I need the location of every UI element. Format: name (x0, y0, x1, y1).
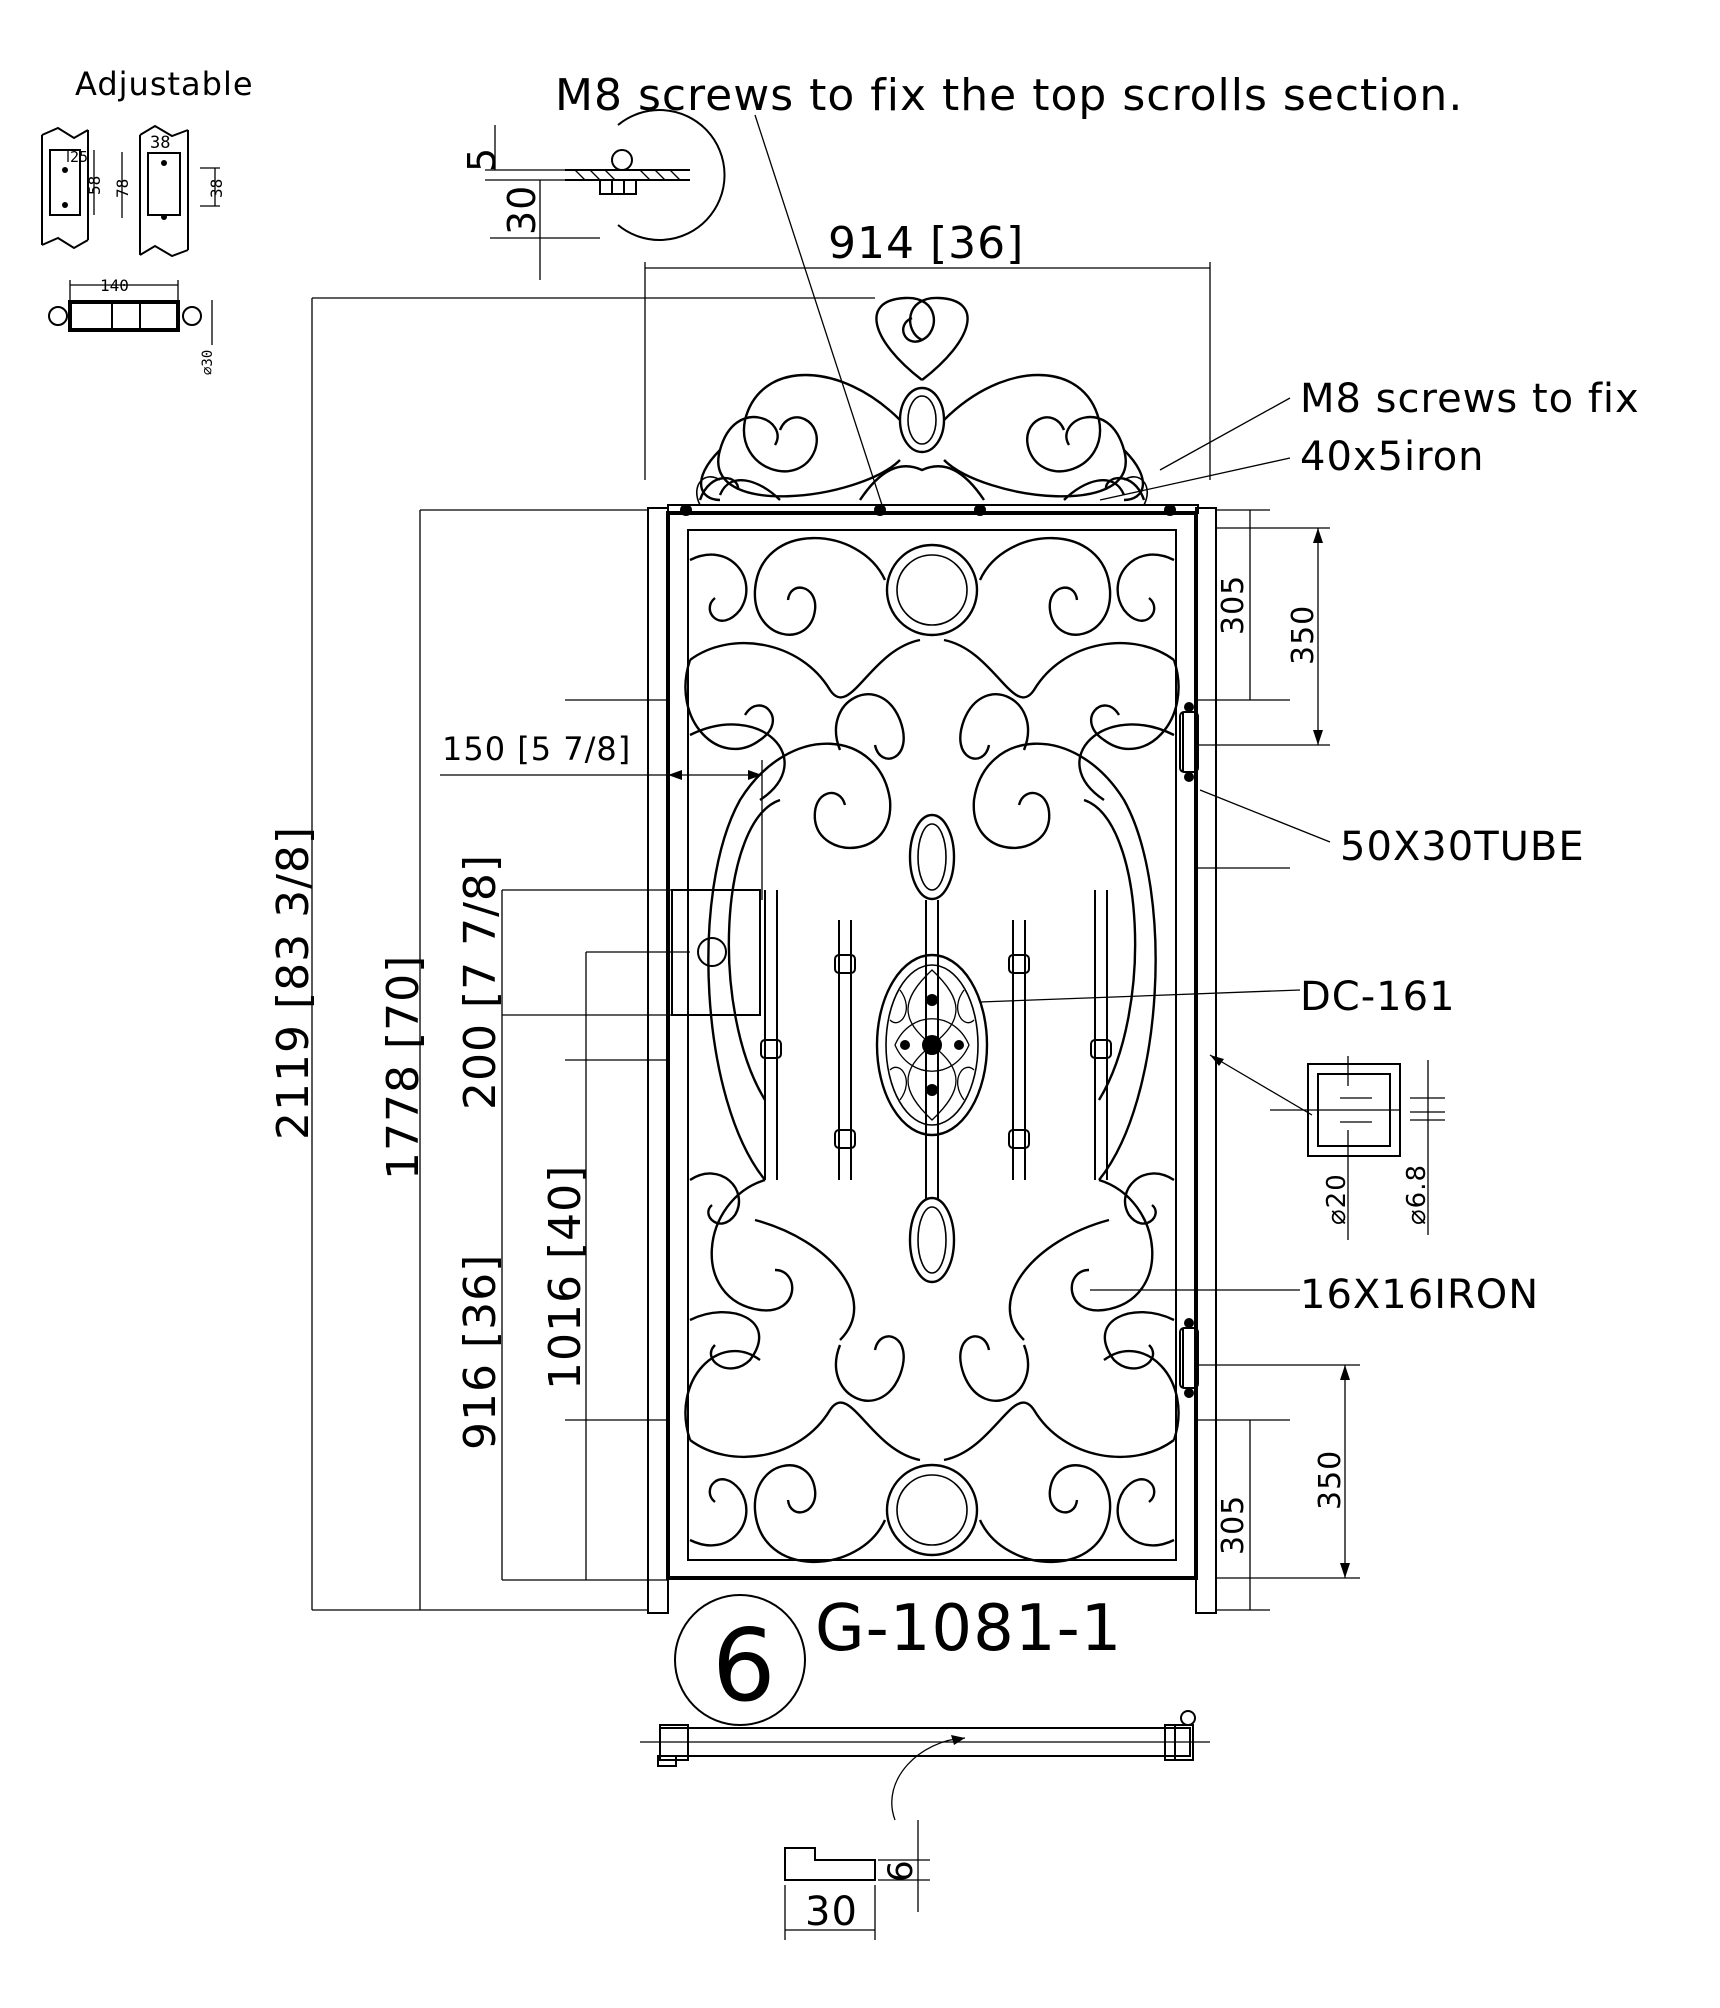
dim-hinge-top-350: 350 (1286, 605, 1321, 665)
adjustable-hinge-detail: Adjustable 25 58 78 38 38 140 ⌀30 (41, 65, 254, 375)
dim-handle-height: 1016 [40] (540, 1165, 591, 1390)
model-id: 6 G-1081-1 (674, 1592, 1122, 1726)
model-label: G-1081-1 (815, 1592, 1122, 1666)
dim-adj-38-right: 38 (207, 179, 226, 198)
bottom-hinge (1179, 1318, 1199, 1398)
iron-16x16-label: 16X16IRON (1300, 1272, 1539, 1318)
dim-lock-height: 916 [36] (455, 1254, 506, 1450)
iron-40x5-label: 40x5iron (1300, 434, 1485, 480)
dim-dia-6-8: ⌀6.8 (1402, 1164, 1432, 1225)
m8-right-label: M8 screws to fix (1300, 376, 1640, 422)
left-dimensions: 2119 [83 3/8] 1778 [70] 200 [7 7/8] 1016… (268, 297, 875, 1611)
top-scroll-crest (695, 296, 1149, 506)
right-dimensions: 305 350 305 350 (1196, 509, 1360, 1611)
adjustable-label: Adjustable (75, 65, 254, 103)
dim-adj-140: 140 (100, 276, 129, 295)
iron-40x5-leader (1099, 457, 1291, 501)
model-number: 6 (712, 1607, 777, 1724)
dim-panel-height: 1778 [70] (378, 955, 429, 1180)
m8-top-leader (754, 114, 883, 506)
m8-right-leader (1159, 397, 1291, 471)
dim-hinge-bottom-350: 350 (1313, 1450, 1348, 1510)
dc161-leader (979, 989, 1301, 1003)
top-hinge (1179, 702, 1199, 782)
dim-width-top: 914 [36] (828, 218, 1024, 269)
dc161-medallion (875, 953, 989, 1137)
tube-label: 50X30TUBE (1340, 824, 1585, 870)
vertical-bars (760, 890, 1112, 1200)
dim-total-height: 2119 [83 3/8] (268, 826, 319, 1140)
width-dimension: 914 [36] (644, 218, 1211, 480)
dim-adj-dia30: ⌀30 (200, 350, 216, 375)
dim-adj-58: 58 (85, 176, 104, 195)
dim-lock-box: 200 [7 7/8] (455, 854, 506, 1110)
dim-hinge-top-305: 305 (1216, 575, 1251, 635)
dim-hinge-bottom-305: 305 (1216, 1495, 1251, 1555)
dim-adj-25: 25 (70, 148, 88, 166)
dim-adj-78: 78 (113, 179, 132, 198)
screw-section-detail: 5 30 (460, 109, 726, 280)
dim-setback: 150 [5 7/8] (442, 730, 631, 768)
dc161-label: DC-161 (1300, 974, 1456, 1020)
dim-detail-30: 30 (500, 185, 544, 235)
gate-frame (647, 504, 1217, 1614)
tube-leader (1199, 789, 1331, 843)
dim-drop-bolt-6: 6 (881, 1859, 921, 1882)
tube-cross-section: ⌀20 ⌀6.8 (1209, 1054, 1445, 1240)
dim-adj-38-top: 38 (150, 133, 170, 153)
bottom-plan-view (640, 1710, 1210, 1821)
dim-drop-bolt-30: 30 (805, 1889, 858, 1935)
dim-dia-20: ⌀20 (1322, 1173, 1352, 1225)
drop-bolt-detail: 6 30 (784, 1820, 930, 1940)
gate-scrollwork (684, 536, 1180, 1564)
dim-detail-5: 5 (460, 147, 504, 172)
m8-top-label: M8 screws to fix the top scrolls section… (555, 70, 1463, 121)
